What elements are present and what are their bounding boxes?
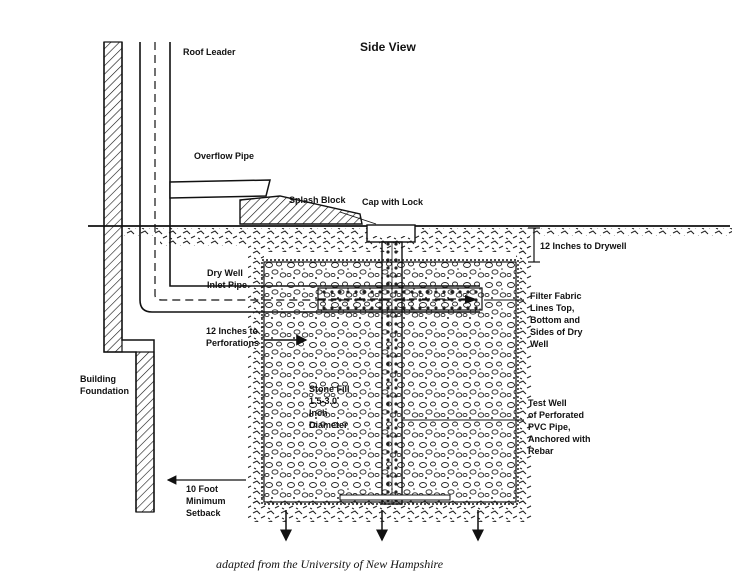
dry-well-inlet-label: Dry Well Inlet Pipe bbox=[207, 268, 247, 290]
cap-with-lock-label: Cap with Lock bbox=[362, 197, 424, 207]
building-foundation-label: Building Foundation bbox=[80, 374, 129, 396]
source-credit: adapted from the University of New Hamps… bbox=[216, 557, 444, 571]
filter-fabric-label: Filter Fabric Lines Top, Bottom and Side… bbox=[530, 291, 585, 349]
overflow-pipe bbox=[169, 179, 271, 199]
test-well-label: Test Well of Perforated PVC Pipe, Anchor… bbox=[528, 398, 593, 456]
building-foundation-wall bbox=[103, 41, 155, 513]
test-well-pipe bbox=[339, 241, 451, 505]
view-title: Side View bbox=[360, 40, 416, 54]
infiltration-arrows bbox=[280, 510, 484, 542]
stone-fill-label: Stone Fill 1.5-3.0 Inch Diameter bbox=[309, 384, 352, 430]
setback-label: 10 Foot Minimum Setback bbox=[186, 484, 228, 518]
twelve-to-drywell-label: 12 Inches to Drywell bbox=[540, 241, 627, 251]
overflow-pipe-label: Overflow Pipe bbox=[194, 151, 254, 161]
dimension-12-to-drywell bbox=[528, 227, 540, 263]
leader-lines bbox=[339, 211, 524, 421]
splash-block-label: Splash Block bbox=[289, 195, 347, 205]
roof-leader-label: Roof Leader bbox=[183, 47, 236, 57]
twelve-to-perforations-label: 12 Inches to Perforations bbox=[206, 326, 261, 348]
